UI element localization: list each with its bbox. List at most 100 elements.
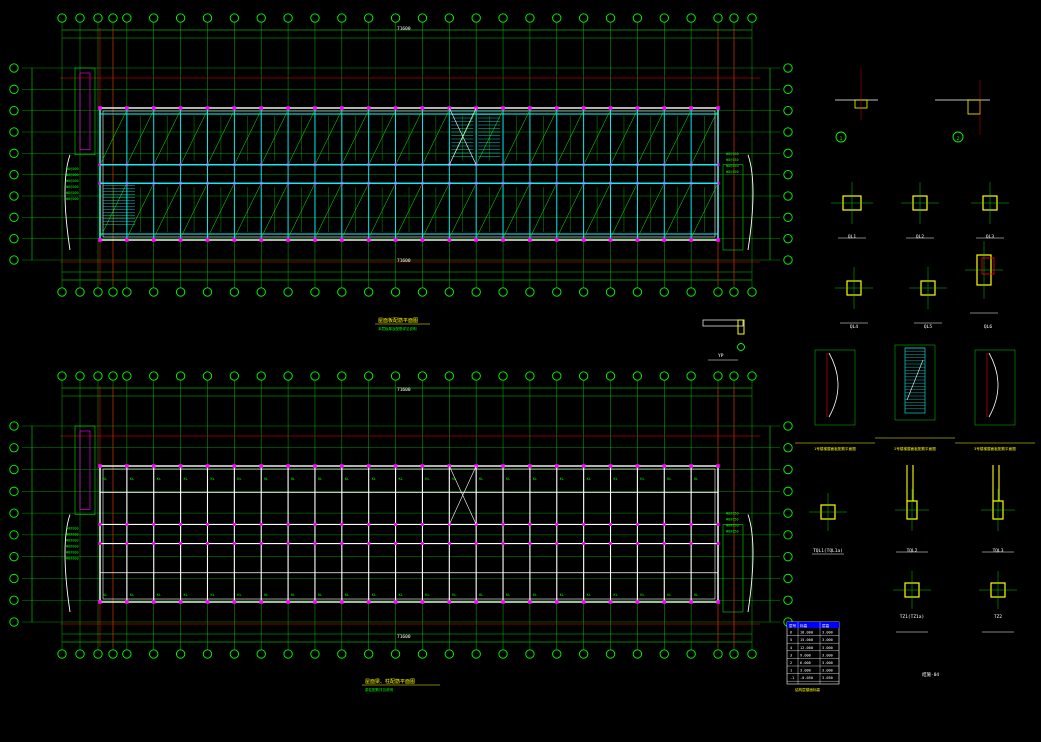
axis-bubble-bottom (175, 287, 186, 297)
column-top (313, 106, 317, 110)
axis-bubble-left (9, 234, 19, 244)
axis-bubble-bottom (525, 287, 535, 297)
tql1-label: TQL1(TQL1a) (813, 548, 843, 554)
column-bottom (232, 600, 237, 604)
column-bottom (689, 600, 693, 604)
axis-bubble-bottom (390, 649, 401, 659)
ql5-label: QL5 (924, 324, 932, 330)
axis-bubble-bottom (729, 287, 739, 297)
column-mid2 (125, 542, 129, 546)
curved-wall-left (64, 154, 71, 251)
axis-bubble-top (579, 13, 589, 23)
elev-cell-level: 12.000 (800, 646, 813, 650)
column-bottom (151, 238, 156, 242)
axis-bubble-bottom (747, 649, 757, 659)
beam-tag: KL (560, 477, 564, 481)
column-top (232, 106, 237, 110)
axis-bubble-top (632, 371, 643, 381)
column-top (528, 106, 532, 110)
axis-bubble-bottom (525, 649, 535, 659)
column-bottom (259, 600, 264, 604)
elev-cell-floor: 1 (790, 669, 792, 673)
beam-tag: KL (479, 593, 483, 597)
column-mid2 (635, 542, 639, 546)
axis-bubble-right (783, 127, 793, 137)
axis-bubble-bottom (417, 287, 428, 297)
column-bottom (608, 600, 613, 604)
column-mid2 (179, 542, 183, 546)
axis-bubble-right (783, 573, 793, 584)
axis-bubble-bottom (579, 649, 589, 659)
elev-cell-level: 9.000 (800, 653, 811, 657)
beam-tag: KL (345, 593, 349, 597)
axis-bubble-bottom (310, 649, 320, 659)
column-bottom (662, 600, 667, 604)
axis-bubble-top (686, 371, 696, 381)
column-top (608, 464, 613, 468)
beam-tag: KL (694, 477, 698, 481)
column-top (259, 106, 264, 110)
axis-bubble-top (713, 13, 723, 23)
elev-cell-floor: 6 (790, 631, 792, 635)
axis-bubble-top (364, 371, 374, 381)
beam-tag: KL (479, 477, 483, 481)
axis-bubble-bottom (256, 649, 266, 659)
column-mid1 (501, 522, 505, 526)
annotation-left: Φ8@200 (66, 185, 79, 189)
axis-bubble-top (229, 13, 239, 23)
column-mid2 (501, 542, 505, 546)
axis-bubble-top (93, 371, 103, 381)
axis-bubble-bottom (202, 649, 213, 659)
column-mid2 (420, 542, 424, 546)
axis-bubble-top (713, 371, 723, 381)
axis-bubble-bottom (337, 287, 347, 297)
elev-cell-floor: 2 (790, 661, 792, 665)
elev-cell-floor: 3 (790, 653, 792, 657)
column-top (286, 464, 290, 468)
column-bottom (716, 600, 720, 604)
column-mid2 (367, 542, 371, 546)
column-mid2 (98, 542, 102, 546)
elev-cell-floor: 5 (790, 638, 792, 642)
ql6-label: QL6 (984, 324, 992, 330)
column-mid2 (609, 542, 613, 546)
column-mid1 (420, 522, 424, 526)
column-top (662, 106, 667, 110)
beam-tag: KL (452, 593, 456, 597)
stair-plan-frame (974, 349, 1016, 426)
axis-bubble-bottom (471, 287, 481, 297)
stair-right-frame (722, 524, 744, 613)
axis-bubble-right (783, 170, 793, 180)
beam-tag: KL (587, 593, 591, 597)
axis-bubble-top (202, 371, 213, 381)
axis-bubble-bottom (729, 649, 739, 659)
column-mid1 (528, 522, 532, 526)
stair-plan-3-label: 3号楼梯屋面板配筋平面图 (974, 446, 1016, 451)
ql1-label: QL1 (848, 234, 856, 240)
annotation-left: Φ8@200 (66, 167, 79, 171)
axis-bubble-bottom (75, 287, 85, 297)
column-mid1 (98, 522, 102, 526)
axis-bubble-right (783, 191, 793, 201)
column-bottom (313, 238, 317, 242)
column-top (125, 106, 129, 110)
axis-bubble-top (417, 371, 428, 381)
beam-tag: KL (345, 477, 349, 481)
axis-bubble-top (256, 13, 266, 23)
axis-bubble-bottom (364, 287, 374, 297)
elev-cell-level: 6.000 (800, 661, 811, 665)
beam-tag: KL (425, 477, 429, 481)
axis-bubble-bottom (57, 649, 67, 659)
column-bottom (474, 238, 478, 242)
section-1-bubble (835, 131, 847, 143)
column-top (528, 464, 532, 468)
column-bottom (259, 238, 264, 242)
axis-bubble-top (390, 371, 401, 381)
column-bottom (125, 238, 129, 242)
annotation-right: Φ8@150 (726, 170, 739, 174)
beam-tag: KL (291, 477, 295, 481)
axis-bubble-top (175, 371, 186, 381)
